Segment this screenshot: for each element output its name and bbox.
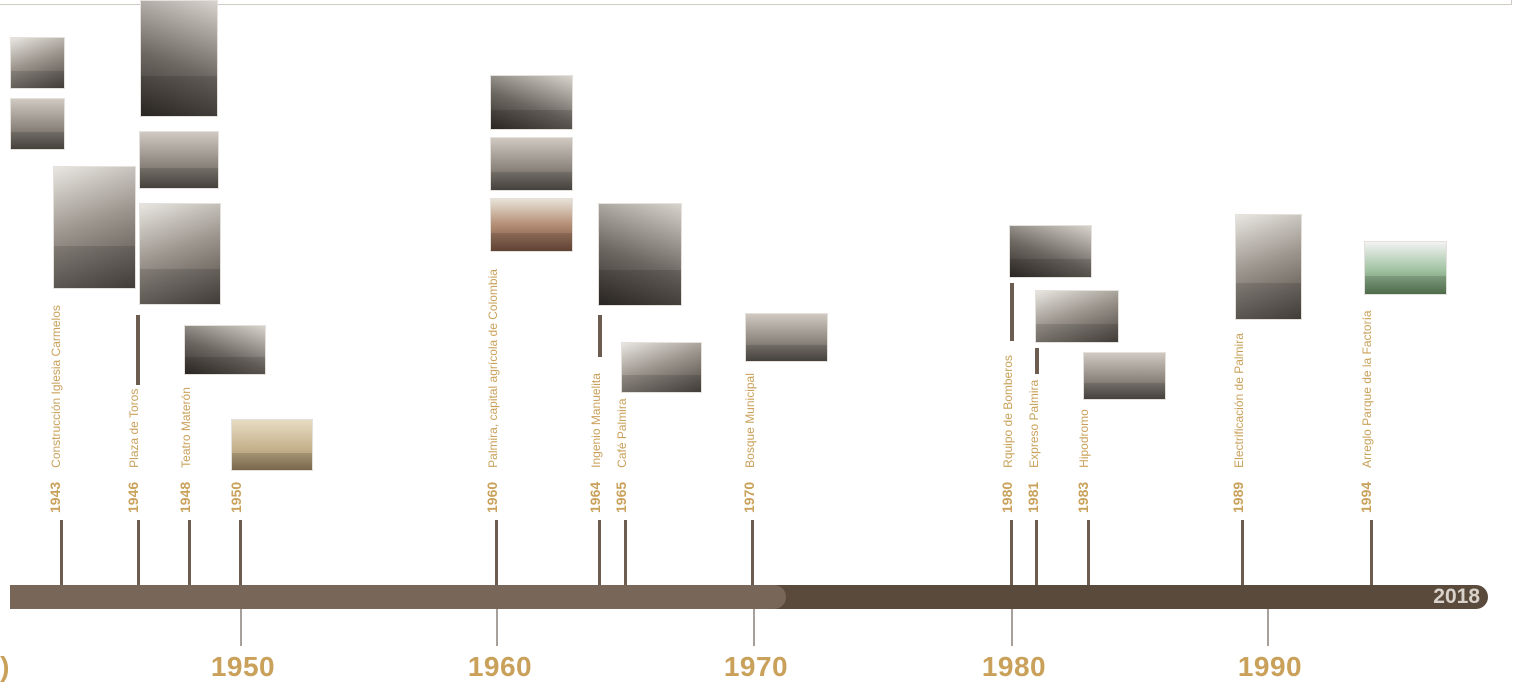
- event-year: 1960: [484, 481, 500, 513]
- event-label: Plaza de Toros: [127, 388, 141, 468]
- event-year: 1964: [587, 481, 603, 513]
- event-year: 1950: [228, 481, 244, 513]
- event-year: 1946: [125, 481, 141, 513]
- stem-1981: [1035, 348, 1039, 374]
- decade-label-1950: 1950: [210, 651, 276, 682]
- event-label: Arreglo Parque de la Factoría: [1360, 310, 1374, 468]
- event-label: Ingenio Manuelita: [589, 373, 603, 468]
- tick-1981: [1035, 520, 1038, 585]
- event-label: Hipodromo: [1077, 409, 1091, 468]
- photo-bosque-municipal[interactable]: [745, 313, 828, 362]
- photo-teatro-materon[interactable]: [184, 325, 266, 375]
- tick-1946: [137, 520, 140, 585]
- stem-1980: [1010, 283, 1014, 341]
- tick-1948: [188, 520, 191, 585]
- decade-tick-1980: [1011, 609, 1013, 646]
- decade-tick-1960: [496, 609, 498, 646]
- photo-electrificacion[interactable]: [1235, 214, 1302, 320]
- decade-label-1980: 1980: [981, 651, 1047, 682]
- event-label: Palmira, capital agrícola de Colombia: [486, 269, 500, 468]
- decade-label-1970: 1970: [723, 651, 789, 682]
- photo-tree-avenue[interactable]: [598, 203, 682, 306]
- photo-parque-factoria[interactable]: [1364, 241, 1447, 295]
- tick-1943: [60, 520, 63, 585]
- event-label: Construcción Iglesia Carmelos: [49, 305, 63, 468]
- photo-man-portrait[interactable]: [140, 0, 218, 117]
- event-label: Teatro Materón: [179, 387, 193, 468]
- decade-tick-1990: [1267, 609, 1269, 646]
- event-year: 1994: [1358, 481, 1374, 513]
- photo-landscape[interactable]: [10, 98, 65, 150]
- photo-cafe-palmira[interactable]: [621, 342, 702, 393]
- event-year: 1980: [999, 481, 1015, 513]
- event-label: Bosque Municipal: [743, 373, 757, 468]
- tick-1989: [1241, 520, 1244, 585]
- tick-1970: [751, 520, 754, 585]
- photo-building-1950[interactable]: [231, 419, 313, 471]
- decade-tick-1950: [240, 609, 242, 646]
- photo-bomberos[interactable]: [1009, 225, 1092, 278]
- event-label: Café Palmira: [615, 398, 629, 468]
- photo-church-building[interactable]: [10, 37, 65, 89]
- stem-1964: [598, 315, 602, 357]
- photo-hipodromo[interactable]: [1083, 352, 1166, 400]
- photo-town-aerial[interactable]: [139, 131, 219, 189]
- tick-1950: [239, 520, 242, 585]
- tick-1964: [598, 520, 601, 585]
- event-label: Rquipo de Bomberos: [1001, 355, 1015, 468]
- timeline-progress-bar: [10, 585, 786, 609]
- tick-1983: [1087, 520, 1090, 585]
- photo-man-with-cattle[interactable]: [490, 75, 573, 130]
- decade-tick-1970: [753, 609, 755, 646]
- tick-1994: [1370, 520, 1373, 585]
- stem-1946: [136, 315, 140, 385]
- photo-road-trees[interactable]: [490, 137, 573, 191]
- photo-bullring[interactable]: [139, 203, 221, 305]
- tick-1965: [624, 520, 627, 585]
- event-year: 1981: [1025, 481, 1041, 513]
- event-year: 1943: [47, 481, 63, 513]
- event-year: 1989: [1230, 481, 1246, 513]
- decade-label-1960: 1960: [467, 651, 533, 682]
- tick-1960: [495, 520, 498, 585]
- event-year: 1983: [1075, 481, 1091, 513]
- photo-group-team[interactable]: [490, 198, 573, 252]
- event-label: Electrificación de Palmira: [1232, 333, 1246, 468]
- event-year: 1948: [177, 481, 193, 513]
- event-label: Expreso Palmira: [1027, 379, 1041, 468]
- photo-church-carmelos[interactable]: [53, 166, 136, 289]
- end-year-label: 2018: [1433, 585, 1480, 608]
- photo-expreso-bus[interactable]: [1035, 290, 1119, 343]
- decade-label-partial: ): [0, 651, 10, 682]
- tick-1980: [1010, 520, 1013, 585]
- event-year: 1970: [741, 481, 757, 513]
- top-frame-line: [0, 0, 1512, 5]
- decade-label-1990: 1990: [1237, 651, 1303, 682]
- event-year: 1965: [613, 481, 629, 513]
